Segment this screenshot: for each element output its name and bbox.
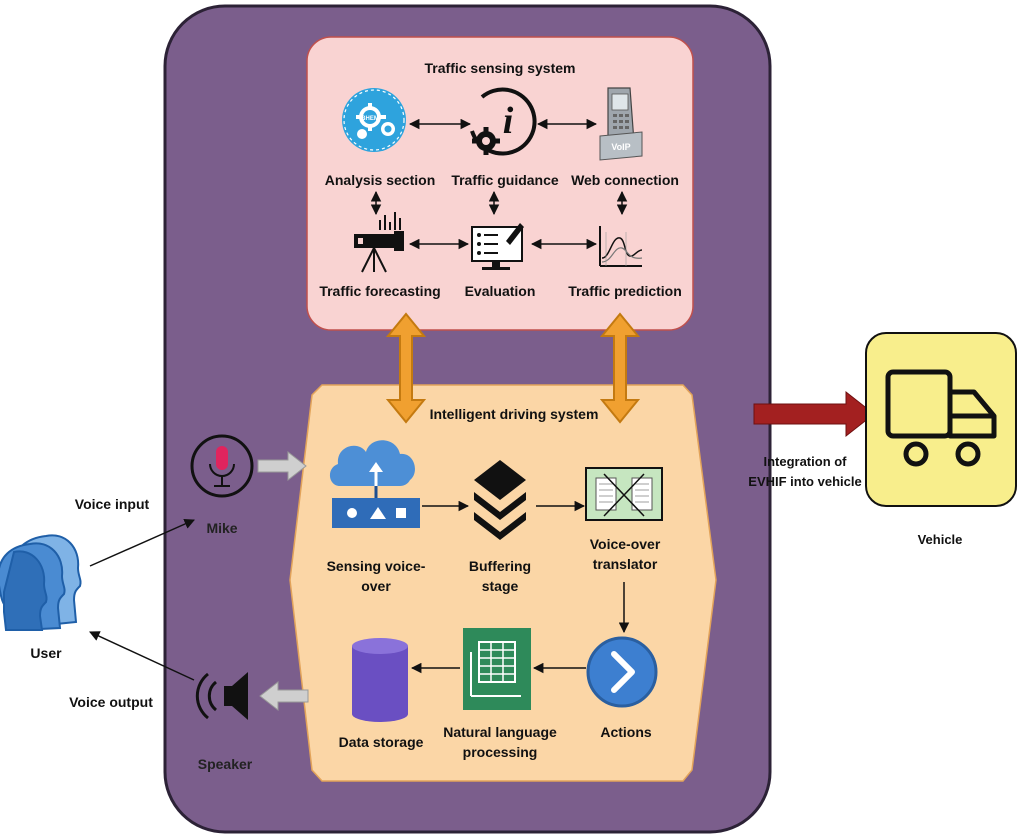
analysis-badge-text: BHEM	[361, 116, 379, 122]
vehicle-integration-arrow	[753, 390, 875, 438]
intelligent-driving-title: Intelligent driving system	[429, 406, 599, 422]
speaker-output-arrow	[259, 680, 309, 712]
sensing-connectors	[370, 118, 628, 250]
traffic-guidance-label: Traffic guidance	[451, 172, 559, 188]
voice-input-arrow	[89, 519, 195, 567]
vehicle-box	[865, 332, 1017, 507]
integration-label-1: Integration of	[763, 454, 847, 469]
voip-phone-icon: VoIP	[599, 87, 643, 161]
spreadsheet-icon	[463, 628, 531, 710]
chevron-right-icon	[586, 636, 658, 708]
analysis-section-label: Analysis section	[324, 172, 436, 188]
camera-forecast-icon	[354, 212, 404, 273]
mike-input-arrow	[257, 450, 307, 482]
gear-analysis-icon: BHEM	[342, 88, 406, 152]
svg-text:i: i	[503, 100, 514, 142]
user-label: User	[30, 645, 62, 661]
web-connection-label: Web connection	[571, 172, 679, 188]
voice-over-translator-label-1: Voice-over	[589, 536, 661, 552]
evaluation-label: Evaluation	[464, 283, 536, 299]
voice-input-label: Voice input	[74, 496, 150, 512]
data-storage-label: Data storage	[338, 734, 424, 750]
voice-output-label: Voice output	[69, 694, 153, 710]
truck-icon	[885, 369, 997, 467]
speaker-icon	[195, 672, 248, 720]
buffering-stage-label-1: Buffering	[468, 558, 532, 574]
phone-badge-text: VoIP	[611, 142, 630, 152]
sensing-voice-over-label-2: over	[361, 578, 391, 594]
orange-link-arrows	[385, 312, 641, 424]
info-gear-icon: i	[470, 87, 537, 156]
mike-label: Mike	[206, 520, 238, 536]
sensing-voice-over-label-1: Sensing voice-	[326, 558, 426, 574]
traffic-sensing-title: Traffic sensing system	[424, 60, 576, 76]
prediction-chart-icon	[599, 226, 643, 267]
cloud-upload-icon	[329, 440, 420, 528]
layers-icon	[474, 460, 526, 540]
voice-over-translator-label-2: translator	[592, 556, 658, 572]
user-heads-icon	[0, 534, 82, 632]
database-icon	[352, 638, 408, 722]
translator-icon	[585, 467, 663, 521]
microphone-icon	[190, 434, 254, 498]
evaluation-monitor-icon	[471, 223, 524, 270]
nlp-label-1: Natural language	[443, 724, 557, 740]
vehicle-label: Vehicle	[917, 532, 963, 547]
traffic-forecasting-label: Traffic forecasting	[319, 283, 441, 299]
driving-flow-arrows	[410, 500, 630, 674]
traffic-prediction-label: Traffic prediction	[568, 283, 682, 299]
buffering-stage-label-2: stage	[481, 578, 519, 594]
nlp-label-2: processing	[462, 744, 538, 760]
speaker-label: Speaker	[197, 756, 253, 772]
actions-label: Actions	[600, 724, 652, 740]
voice-output-arrow	[89, 631, 195, 681]
integration-label-2: EVHIF into vehicle	[748, 474, 862, 489]
